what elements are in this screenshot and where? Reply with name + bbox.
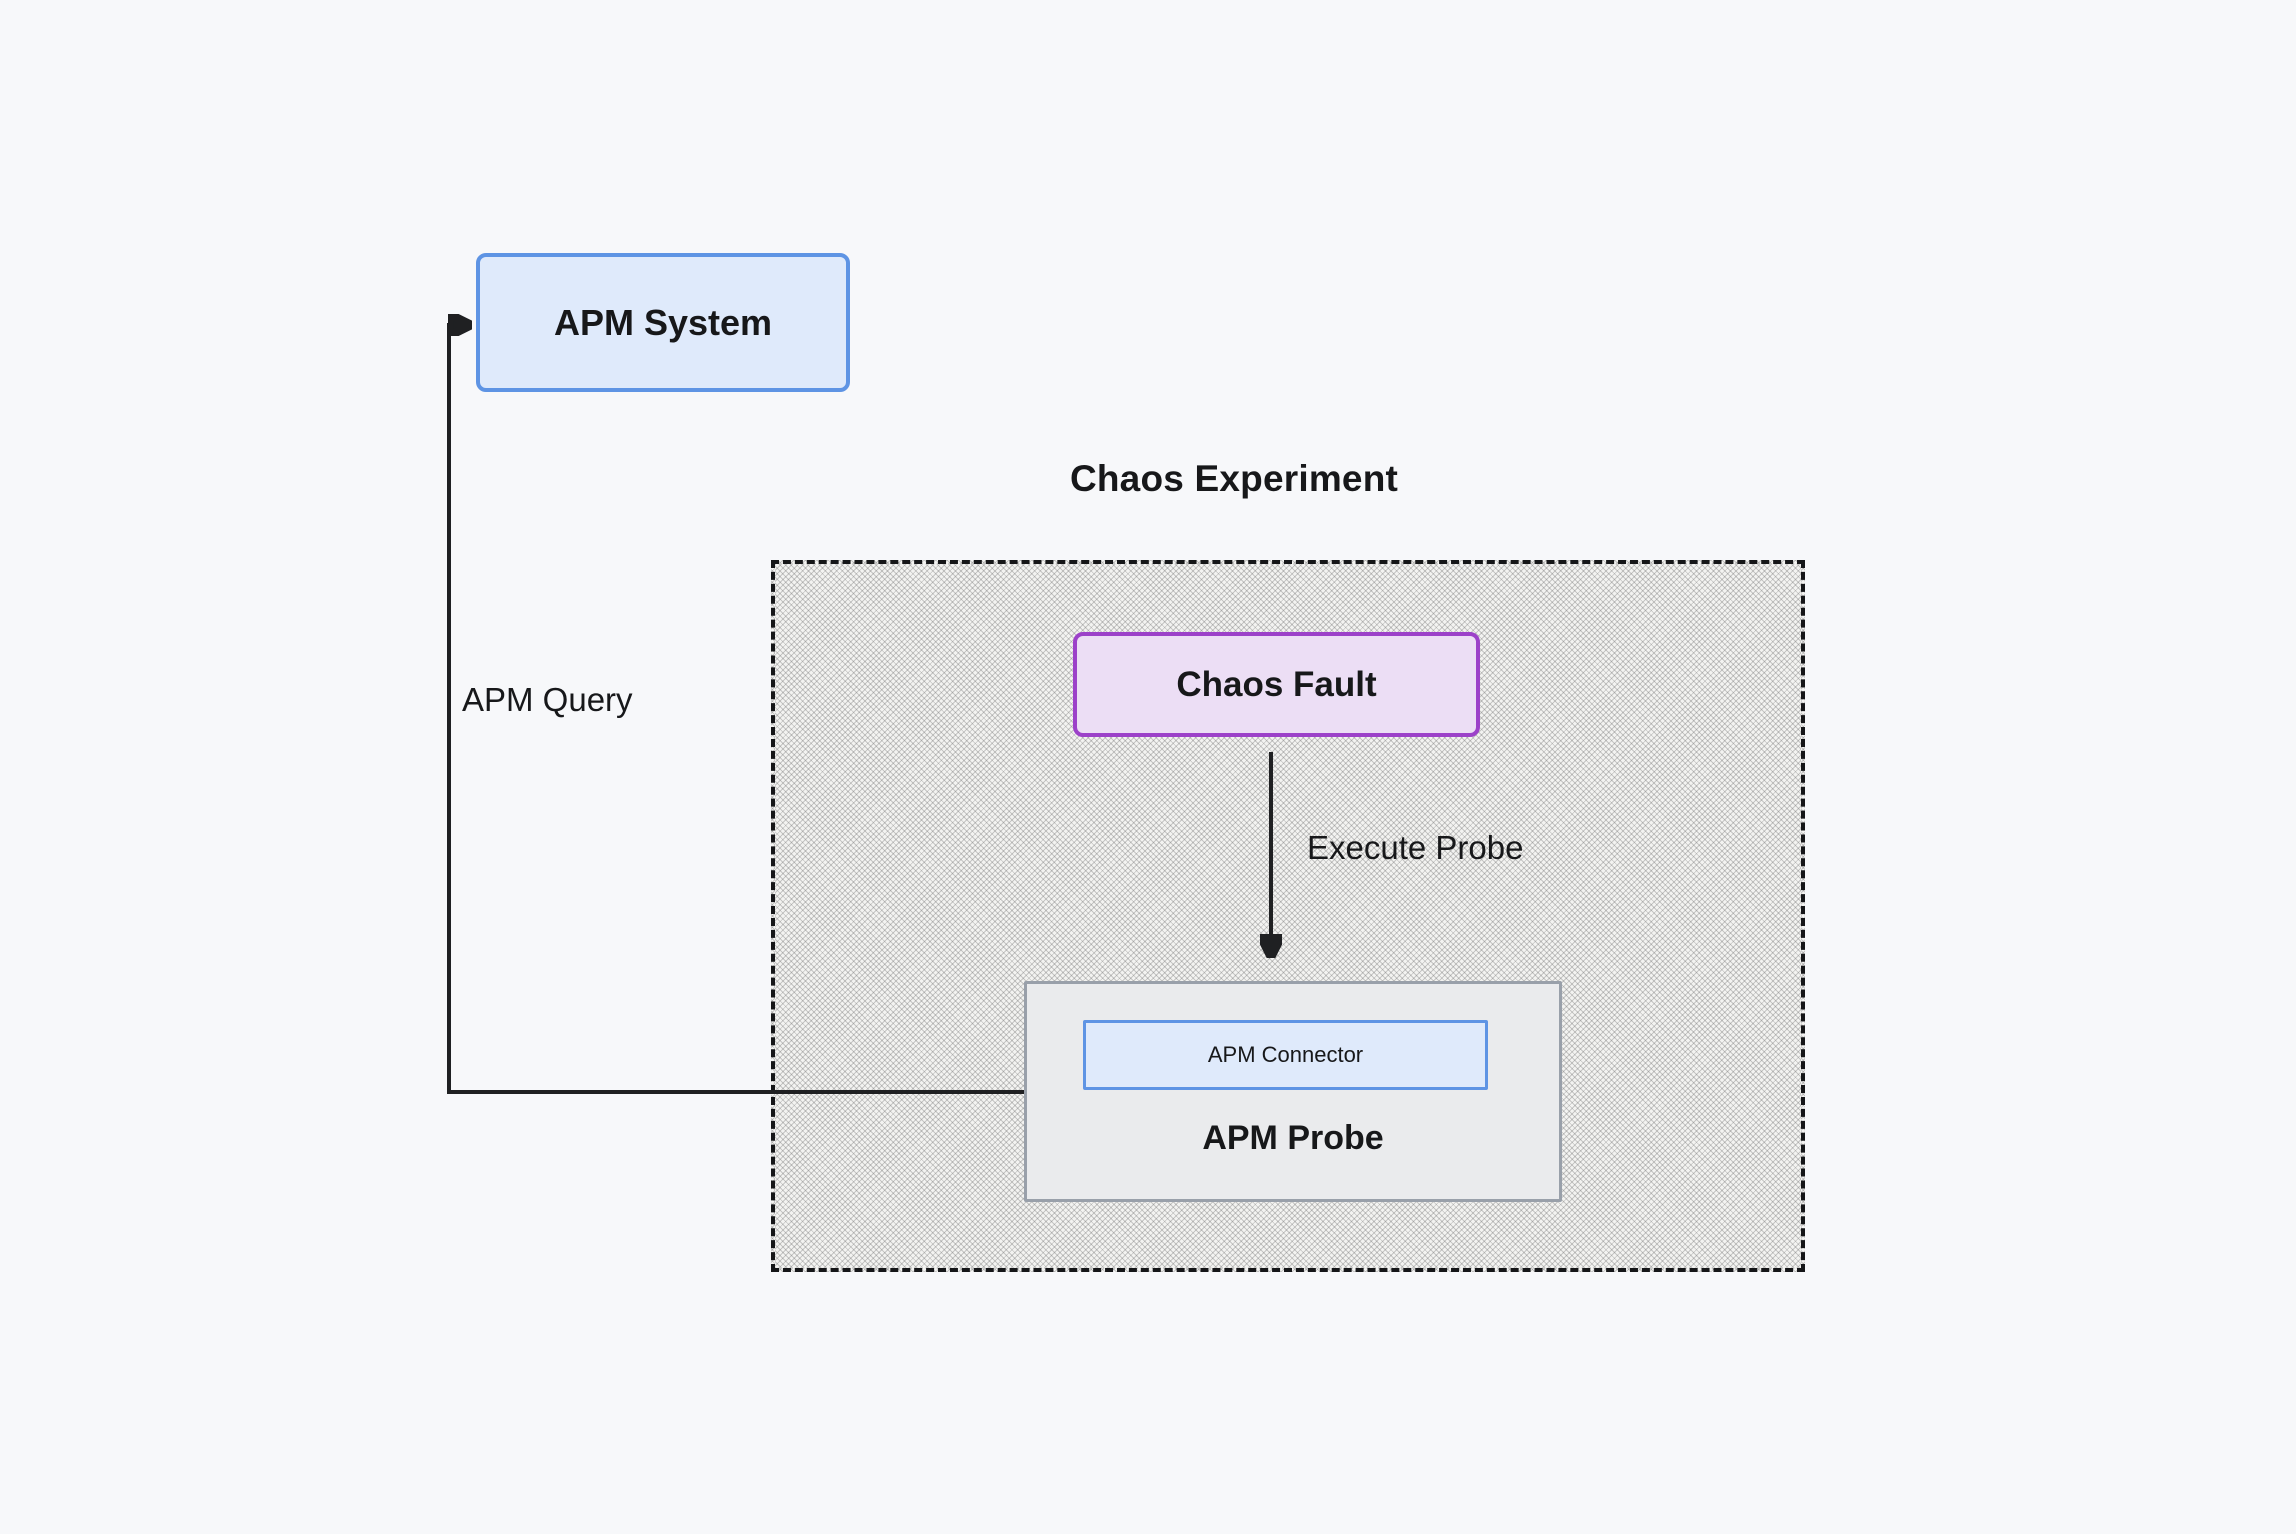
apm-connector-node: APM Connector [1083, 1020, 1488, 1090]
apm-probe-node-label: APM Probe [1202, 1118, 1384, 1157]
chaos-fault-node: Chaos Fault [1073, 632, 1480, 737]
apm-system-node: APM System [476, 253, 850, 392]
apm-probe-node: APM Connector APM Probe [1024, 981, 1562, 1202]
execute-probe-edge-label: Execute Probe [1307, 829, 1524, 866]
apm-query-edge-label: APM Query [462, 681, 633, 718]
chaos-experiment-title: Chaos Experiment [1069, 458, 1399, 499]
